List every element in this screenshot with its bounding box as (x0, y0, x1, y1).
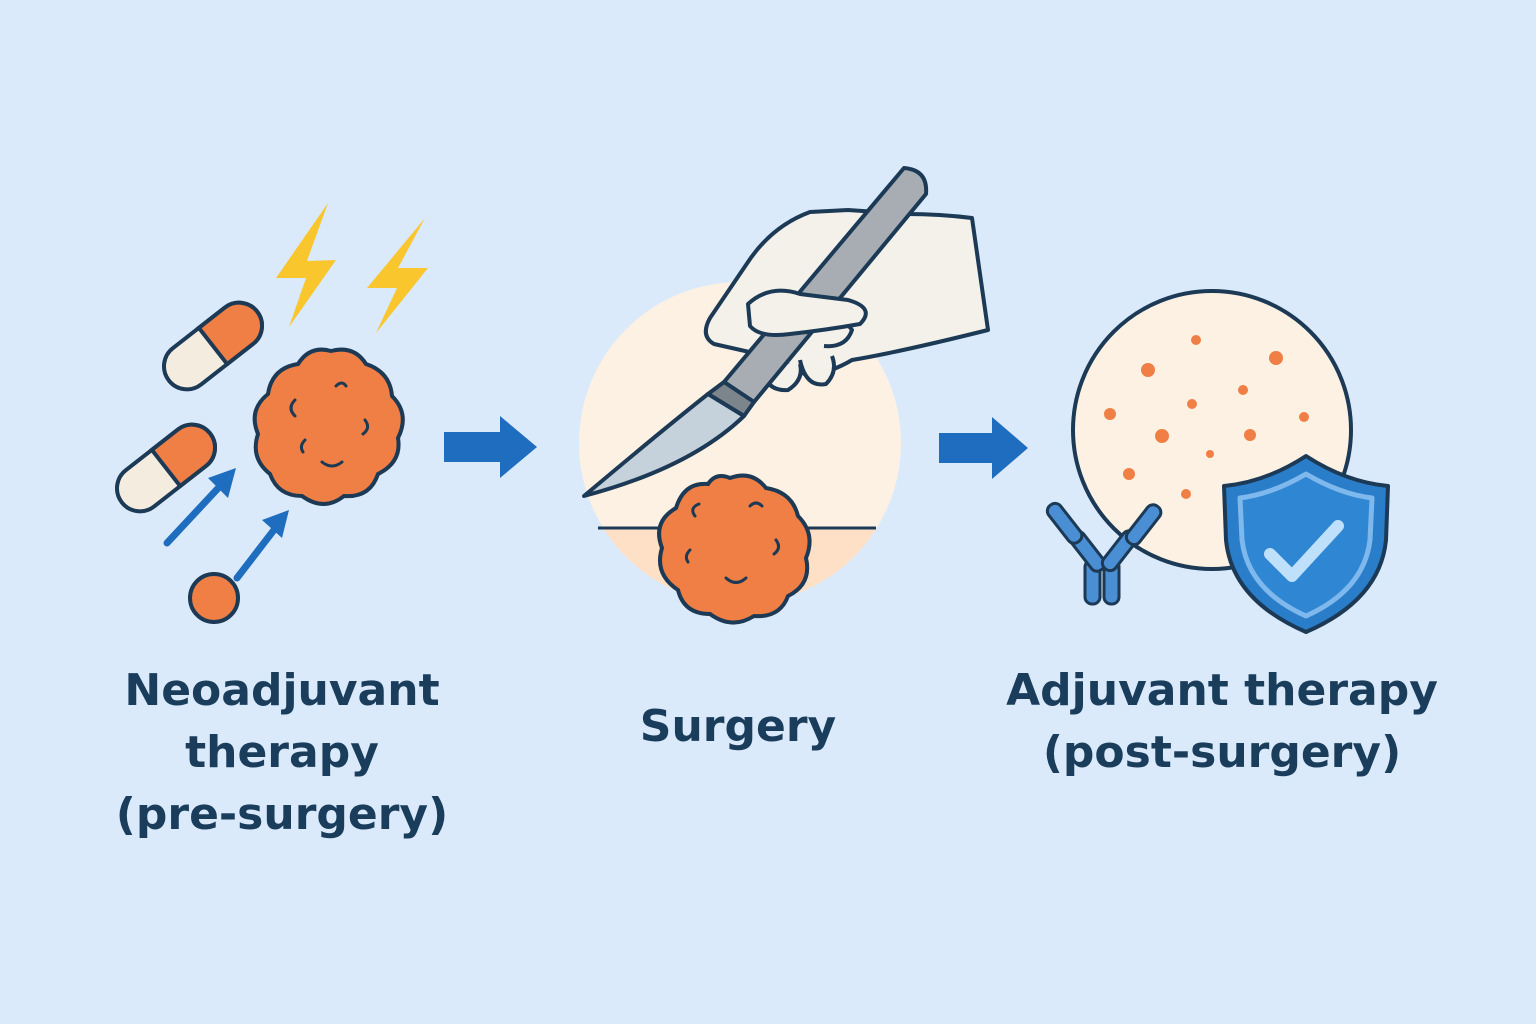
stage-arrow-icon (444, 416, 537, 478)
adjuvant-label-line: (post-surgery) (1042, 727, 1402, 778)
adjuvant-illustration (1045, 289, 1390, 634)
tumor-icon (657, 473, 812, 625)
arrow-icon (233, 510, 289, 582)
glove-thumb (746, 288, 868, 337)
shield-check-icon (1222, 454, 1390, 634)
lightning-icon (276, 203, 336, 327)
tumor-icon (252, 347, 405, 506)
lightning-icon (367, 218, 428, 333)
neoadjuvant-label: Neoadjuvant therapy (pre-surgery) (100, 660, 464, 846)
neoadjuvant-illustration (114, 203, 428, 624)
adjuvant-label-line: Adjuvant therapy (1006, 665, 1438, 716)
neoadjuvant-label-line: therapy (185, 727, 379, 778)
stage-arrow-icon (939, 417, 1028, 479)
surgery-label-line: Surgery (639, 701, 837, 752)
adjuvant-label: Adjuvant therapy (post-surgery) (1000, 660, 1444, 784)
neoadjuvant-label-line: (pre-surgery) (115, 789, 449, 840)
antibody-icon (1045, 501, 1163, 606)
scalpel-icon (582, 166, 929, 498)
neoadjuvant-label-line: Neoadjuvant (124, 665, 440, 716)
residual-cells (1104, 335, 1309, 499)
arrow-icon (163, 468, 236, 547)
pill-icon (161, 300, 265, 392)
drug-particle-icon (188, 572, 240, 624)
surgery-illustration (579, 166, 990, 625)
surgery-label: Surgery (600, 696, 876, 758)
pill-icon (114, 422, 218, 514)
